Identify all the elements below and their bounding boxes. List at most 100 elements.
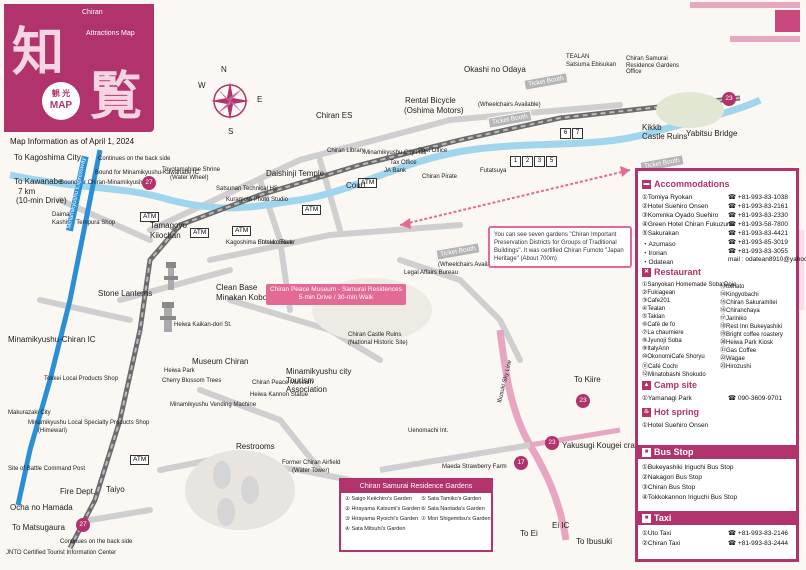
restaurant-item: ⑨ItalyAnn (642, 346, 670, 352)
taxi-title: Taxi (654, 513, 672, 523)
compass-w: W (198, 81, 206, 90)
minor-road (379, 442, 531, 473)
gardens-info-box: You can see seven gardens "Chiran Import… (488, 226, 632, 269)
info-panel: ▬Accommodations ①Tomiya Ryokan☎ +81-993-… (635, 168, 806, 562)
camp-item: ①Yamanagi Park☎ 090-3609-9701 (642, 394, 782, 402)
deco-stripe (730, 36, 800, 42)
taxi-item: ②Chiran Taxi☎ +81-993-83-2444 (642, 539, 788, 547)
garden-marker: 7 (572, 128, 583, 139)
daimaki-label: Daimaki (52, 212, 74, 218)
accommodation-item: ④Green Hotel Chiran Fukuzumi☎ +81-993-58… (642, 220, 788, 228)
accommodation-name: ・Azumaso (642, 241, 676, 248)
accommodation-phone: mail : odatean8910@yahoo.co.jp (728, 256, 806, 263)
castle-park-sub-label: (National Historic Site) (348, 340, 408, 346)
city-hall-label: Minamikyushu City Hall (364, 150, 427, 156)
ei-ic-label: Ei IC (552, 521, 570, 530)
garden-item: ⑦ Mori Shigemitsu's Garden (421, 516, 491, 522)
museum-chiran-label: Museum Chiran (192, 357, 249, 366)
kuramoto-label: Kuramoto Photo Studio (226, 197, 289, 203)
accommodation-phone: ☎ +81-993-83-2330 (728, 212, 788, 219)
tokkei-label: Tokkei Local Products Shop (44, 376, 119, 382)
yabitsu-label: Yabitsu Bridge (686, 129, 738, 138)
post-office-label: Post Office (418, 148, 448, 154)
camp-heading: ▲Camp site (642, 380, 698, 391)
accommodation-item: ⑤Sakurakan☎ +81-993-83-4421 (642, 229, 788, 237)
kashiwa-label: Kashiwa Tempura Shop (52, 220, 116, 226)
badge-top: 観 光 (51, 89, 71, 98)
taxi-heading: ■Taxi (638, 511, 796, 525)
arrow-head-left (400, 218, 411, 229)
restaurant-item: ③Cafe201 (642, 298, 671, 304)
shinkyo-label: Kagoshima Shinkin Bank (226, 240, 293, 246)
accommodation-name: ・Irorian (642, 250, 667, 257)
ocha-label: Ocha no Hamada (10, 503, 73, 512)
water-tower-label: (Water Tower) (292, 468, 330, 474)
garden-marker: 6 (560, 128, 571, 139)
rental-bicycle-label: Rental Bicycle (405, 96, 456, 105)
garden-marker: 5 (546, 156, 557, 167)
bus-stop-item: ①Bukeyashiki Iriguchi Bus Stop (642, 464, 734, 471)
compass-rose-icon (211, 82, 249, 120)
map-badge: 観 光 MAP (42, 82, 80, 120)
restaurant-item: ⑭Kingyobachi (720, 292, 759, 298)
legal-affairs-label: Legal Affairs Bureau (404, 270, 458, 276)
accommodation-item: ③Kominka Oyado Suehiro ☎ +81-993-83-2330 (642, 211, 788, 219)
accommodation-phone: ☎ +81-993-83-1038 (728, 194, 788, 201)
fire-dept-label: Fire Dept. (60, 487, 96, 496)
restaurant-item: ㉑Gas Coffee (720, 348, 757, 354)
bus-stop-item: ④Tokkokannon Iriguchi Bus Stop (642, 494, 738, 501)
restaurant-item: ⑲Bright coffee roastery (720, 332, 783, 338)
garden-item: ⑤ Sata Tamiko's Garden (421, 496, 482, 502)
atm-marker: ATM (190, 228, 210, 238)
title-kanji-right: 覧 (90, 66, 143, 127)
route-shield: 23 (545, 436, 559, 450)
chiran-library-label: Chiran Library (327, 148, 365, 154)
river (9, 96, 762, 212)
bus-stop-item: ②Nakagori Bus Stop (642, 474, 703, 481)
atm-marker: ATM (140, 212, 160, 222)
distance-km: 7 km (18, 187, 36, 196)
chiran-es-label: Chiran ES (316, 111, 353, 120)
hotspring-item: ①Hotel Suehiro Onsen (642, 422, 709, 429)
bus-heading: ■Bus Stop (638, 445, 796, 459)
water-wheel-label: (Water Wheel) (170, 175, 209, 181)
accommodations-heading: ▬Accommodations (642, 179, 730, 190)
accommodation-name: ③Kominka Oyado Suehiro (642, 212, 719, 219)
kiiochan-label: Kiiochan (150, 231, 181, 240)
kikkb-label: Kikkb (642, 123, 662, 132)
accommodations-title: Accommodations (654, 179, 730, 189)
garden-item: ④ Sata Mitsuhi's Garden (345, 526, 406, 532)
camp-title: Camp site (654, 380, 698, 390)
bed-icon: ▬ (642, 180, 651, 190)
restaurant-item: ⑤Takian (642, 314, 665, 320)
route-shield: 23 (576, 394, 590, 408)
makurazaki-label: Makurazaki City (8, 410, 51, 416)
restaurant-item: ⑧Jyunoji Soba (642, 338, 682, 344)
drive-note-line1: Chiran Peace Museum - Samurai Residences (270, 286, 402, 293)
restaurant-item: ⑩OkonomiCafe Shoryu (642, 354, 705, 360)
restaurant-item: ⑳Heiwa Park Kiosk (720, 340, 774, 346)
castle-ruins-park (656, 92, 724, 128)
futsuko-label: Futsuko River (258, 240, 296, 246)
taiyo-label: Taiyo (106, 485, 125, 494)
futatsuya-label: Futatsuya (480, 168, 507, 174)
restaurant-item: ④Tealan (642, 306, 666, 312)
restaurant-item: ⑬tomato (720, 284, 745, 290)
garden-item: ③ Hirayama Ryoichi's Garden (345, 516, 419, 522)
restaurant-item: ⑱Rest Inn Bukeyashiki (720, 324, 783, 330)
compass: N E S W (198, 65, 262, 136)
court-label: Court (346, 181, 366, 190)
taxi-name: ①Uto Taxi (642, 530, 672, 537)
atm-marker: ATM (302, 205, 322, 215)
main-highway-center (69, 97, 741, 549)
deco-block (775, 10, 800, 32)
deco-stripe (690, 2, 800, 8)
route-shield: 23 (722, 92, 736, 106)
title-main: Attractions Map (86, 30, 135, 37)
clean-base-label: Clean Base (216, 283, 258, 292)
heiwa-park-label: Heiwa Park (164, 368, 195, 374)
taxi-phone: ☎ +81-993-83-2146 (728, 530, 788, 537)
camp-name: ①Yamanagi Park (642, 395, 692, 402)
heiwa-st-label: Heiwa Kaikan-dori St. (174, 322, 232, 328)
